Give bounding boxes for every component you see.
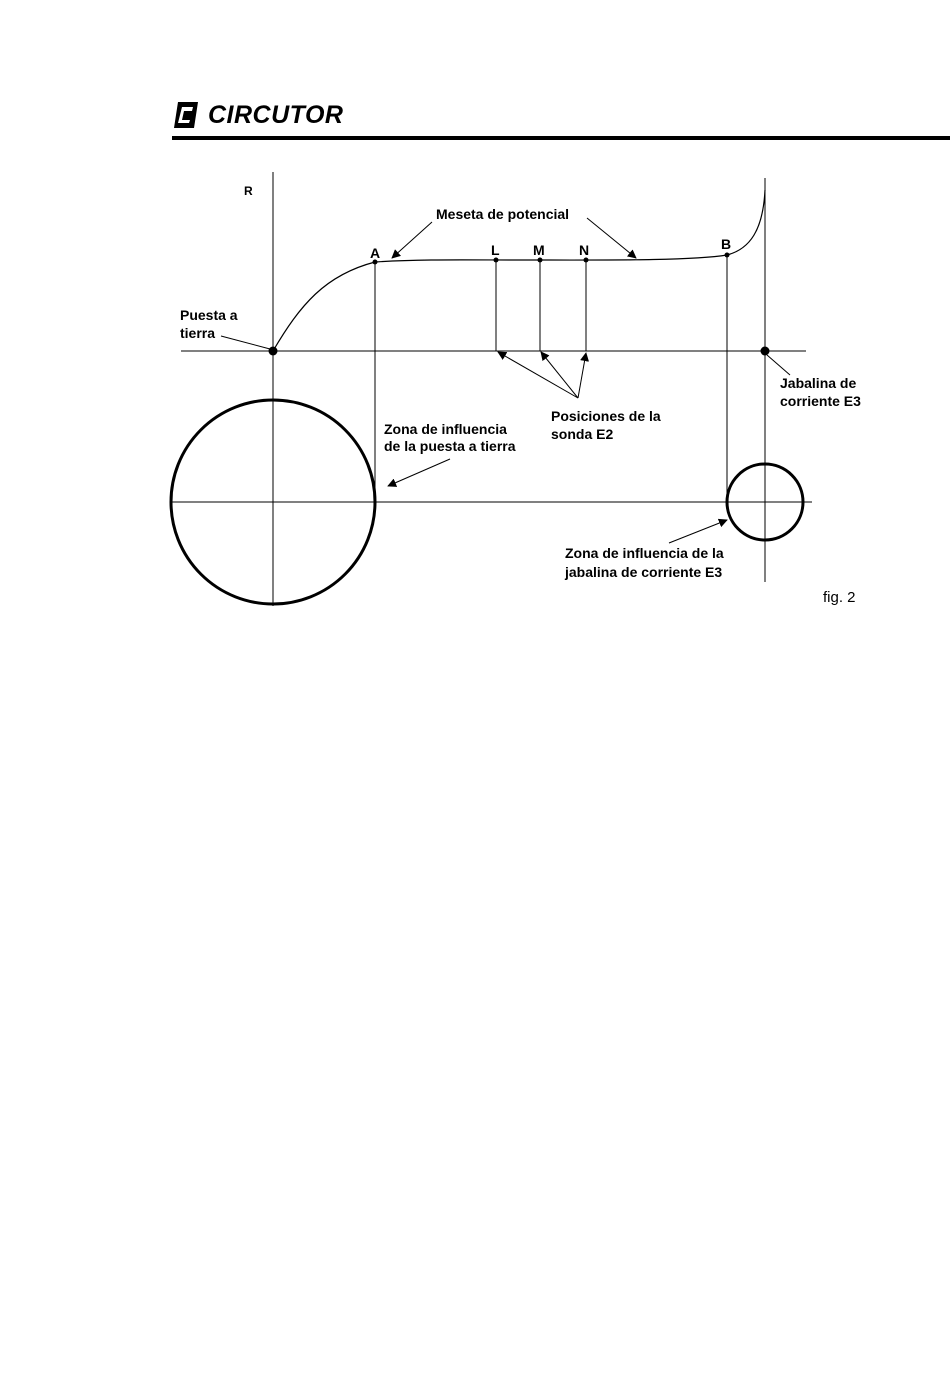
zona-tierra-label-1: Zona de influencia	[384, 421, 507, 437]
meseta-arrow-left	[392, 222, 432, 258]
posiciones-label-1: Posiciones de la	[551, 408, 661, 424]
zona-tierra-label-2: de la puesta a tierra	[384, 438, 516, 454]
axis-label-r: R	[244, 184, 253, 198]
zona-jab-label-1: Zona de influencia de la	[565, 545, 724, 561]
point-l-marker	[494, 258, 499, 263]
point-b-marker	[725, 253, 730, 258]
point-l-label: L	[491, 242, 500, 258]
point-m-marker	[538, 258, 543, 263]
posiciones-arrow-l	[498, 352, 578, 398]
jabalina-leader	[767, 355, 790, 375]
point-n-marker	[584, 258, 589, 263]
electrode-point	[761, 347, 770, 356]
zona-tierra-arrow	[388, 459, 450, 486]
zona-jab-arrow	[669, 520, 727, 543]
puesta-leader	[221, 336, 270, 349]
zona-jab-label-2: jabalina de corriente E3	[564, 564, 722, 580]
posiciones-arrow-m	[541, 352, 578, 398]
posiciones-arrow-n	[578, 353, 586, 398]
meseta-label: Meseta de potencial	[436, 206, 569, 222]
point-n-label: N	[579, 242, 589, 258]
meseta-arrow-right	[587, 218, 636, 258]
puesta-label-2: tierra	[180, 325, 215, 341]
puesta-label-1: Puesta a	[180, 307, 238, 323]
jabalina-label-1: Jabalina de	[780, 375, 856, 391]
figure-caption: fig. 2	[823, 589, 856, 606]
point-b-label: B	[721, 236, 731, 252]
point-a-label: A	[370, 245, 380, 261]
jabalina-label-2: corriente E3	[780, 393, 861, 409]
point-m-label: M	[533, 242, 545, 258]
posiciones-label-2: sonda E2	[551, 426, 613, 442]
earth-point	[269, 347, 278, 356]
